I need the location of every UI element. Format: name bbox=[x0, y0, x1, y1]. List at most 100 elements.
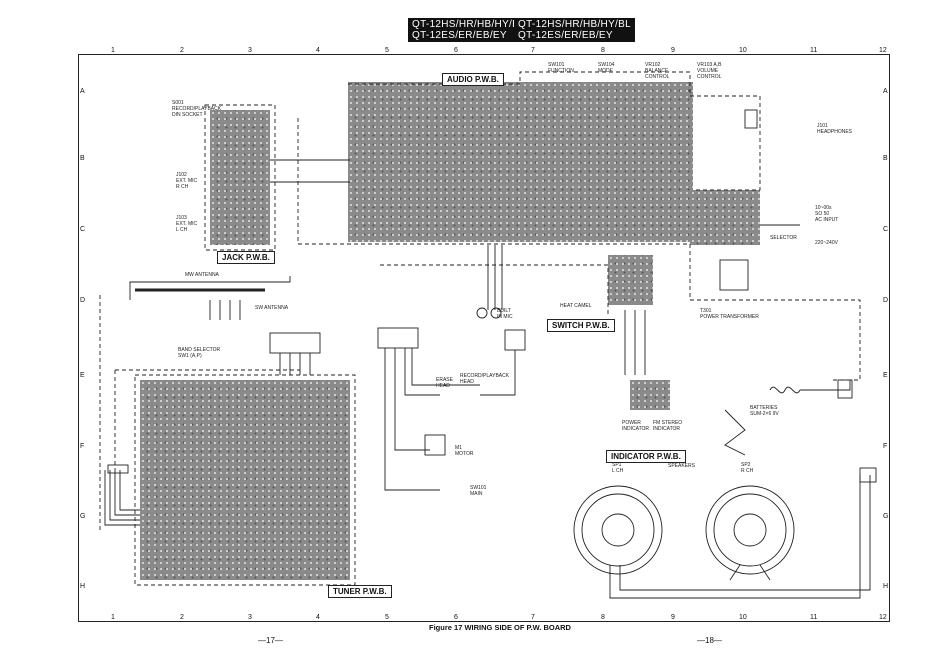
speaker-connector bbox=[859, 467, 877, 483]
battery-contact bbox=[724, 409, 746, 456]
built-in-mic-capsule bbox=[490, 307, 502, 319]
power-transformer-label: T301 POWER TRANSFORMER bbox=[700, 308, 759, 320]
column-number: 9 bbox=[671, 47, 675, 54]
built-in-mic-capsule bbox=[476, 307, 488, 319]
sw-antenna-label: SW ANTENNA bbox=[255, 305, 289, 311]
row-letter: A bbox=[883, 88, 888, 95]
motor-label: M1 MOTOR bbox=[455, 445, 474, 457]
column-number: 10 bbox=[739, 47, 747, 54]
tuner-link-outline bbox=[99, 295, 300, 530]
column-number: 7 bbox=[531, 47, 535, 54]
batteries-label: BATTERIES SUM-2×6 9V bbox=[750, 405, 779, 417]
band-selector-label: BAND SELECTOR SW1 (A,P) bbox=[178, 347, 221, 359]
column-number: 8 bbox=[601, 614, 605, 621]
power-outline bbox=[760, 299, 861, 381]
column-number: 8 bbox=[601, 47, 605, 54]
page-number-right: —18— bbox=[697, 636, 722, 645]
column-number: 1 bbox=[111, 47, 115, 54]
band-selector-wires bbox=[209, 300, 241, 320]
heads-harness bbox=[384, 348, 480, 491]
ext-mic-r-label: J102 EXT. MIC R CH bbox=[176, 172, 198, 190]
column-number: 7 bbox=[531, 614, 535, 621]
page-number-left: —17— bbox=[258, 636, 283, 645]
audio-board-title: AUDIO P.W.B. bbox=[442, 73, 504, 86]
erase-head-label: ERASE HEAD bbox=[436, 377, 453, 389]
jack-board-title: JACK P.W.B. bbox=[217, 251, 275, 264]
column-number: 1 bbox=[111, 614, 115, 621]
indicator-harness bbox=[624, 310, 646, 375]
column-number: 2 bbox=[180, 47, 184, 54]
din-socket-label: S001 RECORD/PLAYBACK DIN SOCKET bbox=[172, 100, 222, 118]
speaker-cone bbox=[713, 493, 787, 567]
row-letter: H bbox=[883, 583, 889, 590]
cnx-connector bbox=[269, 332, 321, 354]
speaker-lead bbox=[729, 564, 771, 581]
row-letter: E bbox=[80, 372, 85, 379]
main-switch-label: SW101 MAIN bbox=[470, 485, 487, 497]
row-letter: C bbox=[80, 226, 86, 233]
column-number: 4 bbox=[316, 47, 320, 54]
mode-switch-label: SW104 MODE bbox=[598, 62, 615, 74]
column-number: 6 bbox=[454, 614, 458, 621]
row-letter: F bbox=[80, 443, 85, 450]
audio-board bbox=[348, 82, 693, 242]
function-switch-label: SW101 FUNCTION bbox=[548, 62, 574, 74]
column-number: 11 bbox=[810, 614, 818, 621]
tuner-board bbox=[140, 380, 350, 580]
jack-outline bbox=[204, 104, 276, 251]
volume-control-label: VR103 A,B VOLUME CONTROL bbox=[697, 62, 722, 80]
heat-camel-label: HEAT CAMEL bbox=[560, 303, 592, 309]
power-indicator-label: POWER INDICATOR bbox=[622, 420, 650, 432]
column-number: 12 bbox=[879, 614, 887, 621]
speaker-harness bbox=[609, 475, 871, 599]
switch-board bbox=[608, 255, 653, 305]
row-letter: B bbox=[80, 155, 85, 162]
battery-spring bbox=[769, 386, 801, 394]
selector-label: SELECTOR bbox=[770, 235, 797, 241]
fm-stereo-label: FM STEREO INDICATOR bbox=[653, 420, 683, 432]
row-letter: F bbox=[883, 443, 888, 450]
audio-outline bbox=[348, 71, 761, 191]
ac-input-label: 10~00s SO 50 AC INPUT bbox=[815, 205, 839, 223]
column-number: 3 bbox=[248, 47, 252, 54]
speaker-cone bbox=[573, 485, 663, 575]
speaker-magnet bbox=[601, 513, 635, 547]
column-number: 5 bbox=[385, 47, 389, 54]
column-number: 4 bbox=[316, 614, 320, 621]
speakers-label: SPEAKERS bbox=[668, 463, 695, 469]
speaker-magnet bbox=[733, 513, 767, 547]
indicator-board-title: INDICATOR P.W.B. bbox=[606, 450, 686, 463]
jack-cable bbox=[270, 159, 350, 183]
battery-connector bbox=[837, 379, 853, 399]
model-line-2: QT-12ES/ER/EB/EY bbox=[412, 30, 507, 41]
jack-board bbox=[210, 110, 270, 245]
drawing-frame bbox=[78, 54, 890, 622]
motor-body bbox=[424, 434, 446, 456]
row-letter: D bbox=[883, 297, 889, 304]
antenna-wire bbox=[129, 276, 291, 300]
voltage-label: 220~240V bbox=[815, 240, 838, 246]
speaker-left-label: SP1 L CH bbox=[612, 462, 624, 474]
model-line-2: QT-12ES/ER/EB/EY bbox=[518, 30, 613, 41]
model-header-left: QT-12HS/HR/HB/HY/BL QT-12ES/ER/EB/EY bbox=[408, 18, 529, 42]
switch-connector bbox=[504, 329, 526, 351]
power-transformer bbox=[719, 259, 749, 291]
audio-board-extension bbox=[690, 190, 760, 245]
column-number: 10 bbox=[739, 614, 747, 621]
model-line-1: QT-12HS/HR/HB/HY/BL bbox=[518, 19, 631, 30]
mw-antenna-label: MW ANTENNA bbox=[185, 272, 219, 278]
speaker-cone bbox=[581, 493, 655, 567]
column-number: 5 bbox=[385, 614, 389, 621]
built-in-mic-label: BUILT IN MIC bbox=[497, 308, 513, 320]
switch-board-title: SWITCH P.W.B. bbox=[547, 319, 615, 332]
switch-outline bbox=[380, 264, 609, 315]
column-number: 6 bbox=[454, 47, 458, 54]
headphone-jack bbox=[744, 109, 758, 129]
speaker-right-label: SP2 R CH bbox=[741, 462, 754, 474]
row-letter: A bbox=[80, 88, 85, 95]
heads-connector bbox=[377, 327, 419, 349]
row-letter: G bbox=[883, 513, 889, 520]
row-letter: H bbox=[80, 583, 86, 590]
column-number: 11 bbox=[810, 47, 818, 54]
mic-wire bbox=[480, 350, 516, 396]
